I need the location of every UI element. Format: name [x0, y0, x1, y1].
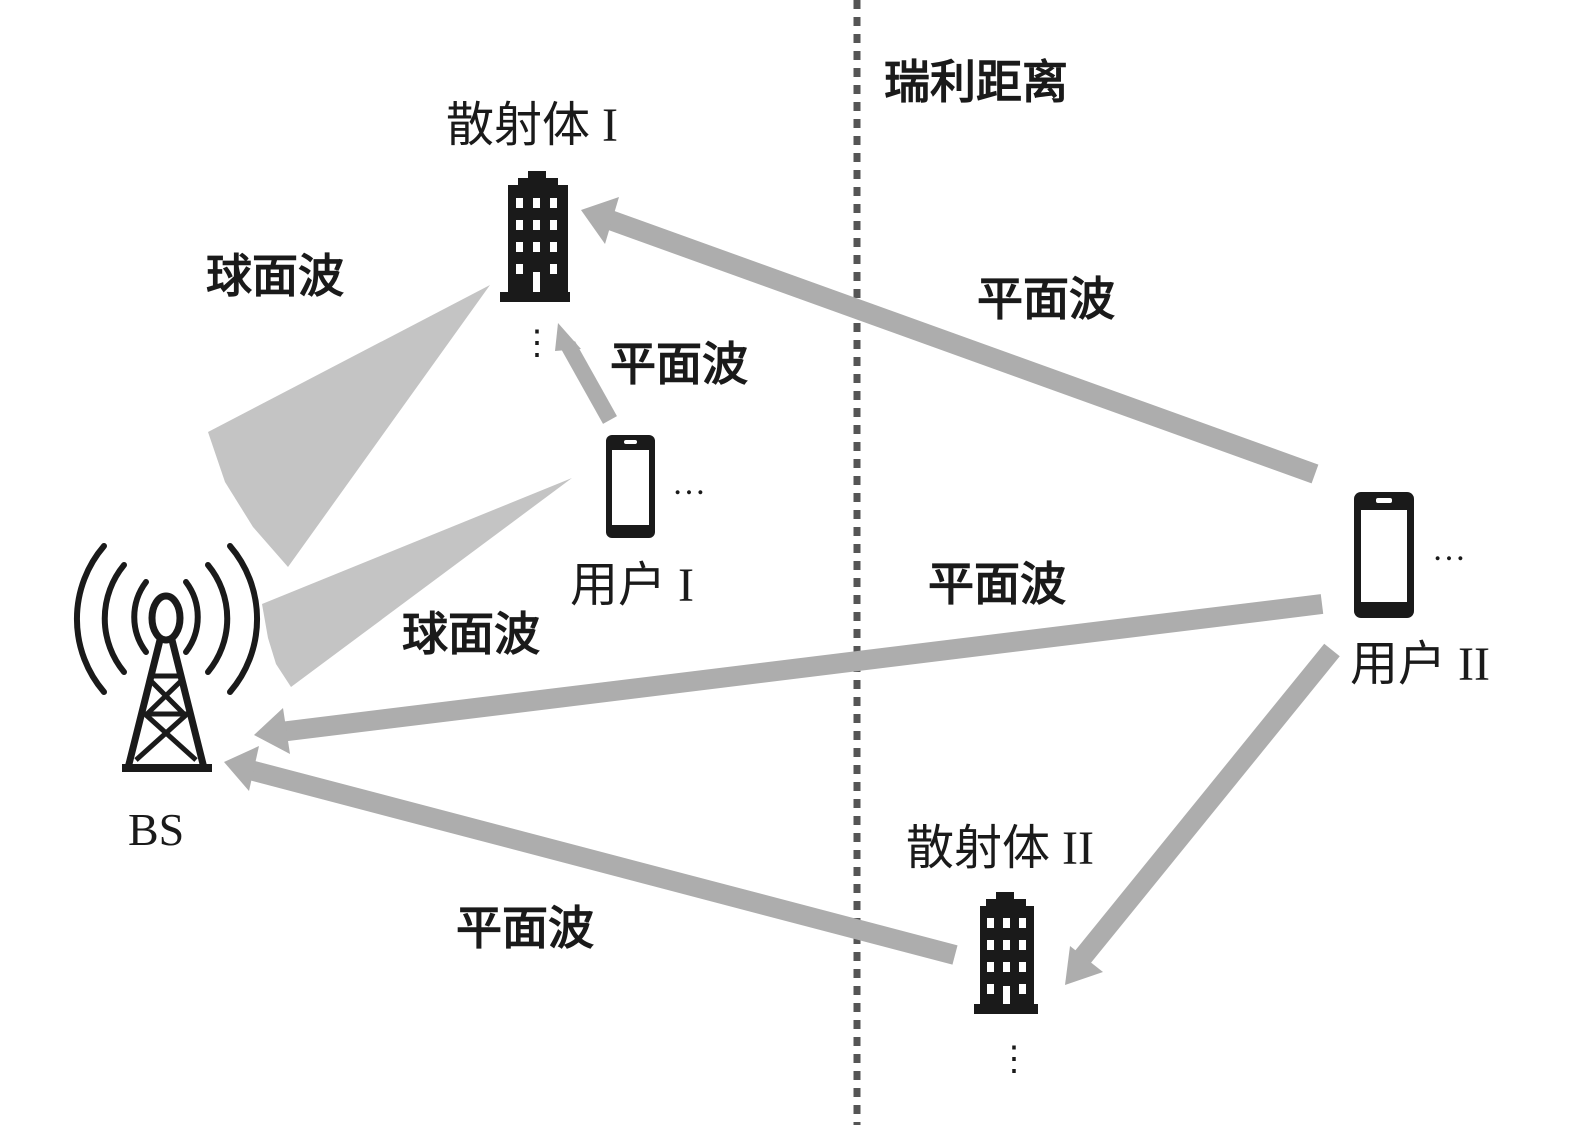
cell-tower-icon — [74, 543, 260, 772]
scatterer-1-more-indicator: ⋮ — [520, 325, 554, 362]
smartphone-icon — [606, 435, 655, 538]
plane-wave-label-scatterer2-to-bs: 平面波 — [456, 901, 594, 955]
user-2-more-indicator: … — [1432, 531, 1466, 568]
user-1-more-indicator: … — [672, 465, 706, 502]
user-2: … 用户 II — [1350, 492, 1490, 691]
spherical-wave-label-lower: 球面波 — [402, 607, 540, 661]
user-1: … 用户 I — [570, 435, 706, 612]
scatterer-1-label: 散射体 I — [446, 99, 618, 152]
plane-wave-arrow-user2-to-scatterer2 — [1065, 643, 1340, 985]
scatterer-2-label: 散射体 II — [906, 822, 1094, 875]
scatterer-2-more-indicator: ⋮ — [997, 1041, 1031, 1078]
scatterer-2: 散射体 II ⋮ — [906, 822, 1094, 1078]
base-station: BS — [74, 543, 260, 855]
plane-wave-arrow-scatterer2-to-bs — [224, 746, 958, 965]
building-icon — [500, 171, 570, 302]
user-1-label: 用户 I — [570, 559, 694, 612]
rayleigh-distance-label: 瑞利距离 — [884, 55, 1068, 109]
spherical-wave-label-upper: 球面波 — [206, 249, 344, 303]
building-icon — [974, 892, 1038, 1014]
plane-wave-arrow-user1-to-scatterer1 — [555, 323, 617, 424]
plane-wave-arrow-user2-to-bs — [254, 594, 1324, 754]
spherical-wave-cone-lower — [262, 478, 572, 687]
user-2-label: 用户 II — [1350, 638, 1490, 691]
spherical-wave-cone-upper — [208, 285, 490, 567]
plane-wave-arrow-user2-to-scatterer1 — [581, 197, 1319, 484]
plane-wave-label-user2-to-bs: 平面波 — [928, 557, 1066, 611]
base-station-label: BS — [128, 804, 184, 855]
smartphone-icon — [1354, 492, 1414, 618]
scatterer-1: 散射体 I ⋮ — [446, 99, 618, 362]
plane-wave-label-user2-to-scatterer1: 平面波 — [977, 272, 1115, 326]
plane-wave-label-user1-to-scatterer1: 平面波 — [610, 337, 748, 391]
